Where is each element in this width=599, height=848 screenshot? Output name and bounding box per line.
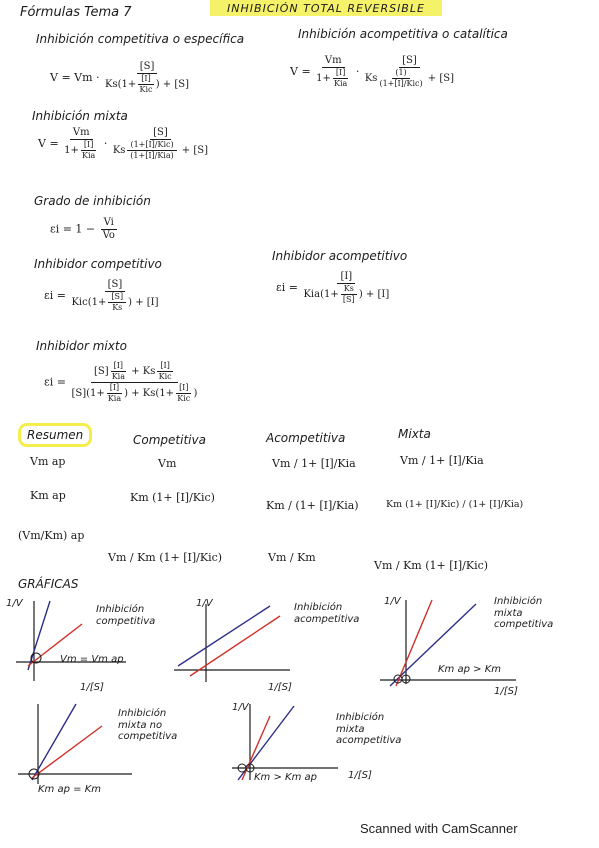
row-label-vm: Vm ap <box>30 455 66 468</box>
formula-ei-acompetitivo: εi = [I] Kia(1+Ks[S]) + [I] <box>276 271 390 304</box>
g4-label: Inhibición mixta no competitiva <box>118 708 178 742</box>
g3-x-axis: 1/[S] <box>494 686 518 697</box>
inhibidor-acompetitivo-title: Inhibidor acompetitivo <box>272 249 408 263</box>
vm-mixta: Vm / 1+ [I]/Kia <box>400 454 484 467</box>
page-header-title: Fórmulas Tema 7 <box>20 5 132 20</box>
vm-competitiva: Vm <box>158 457 177 470</box>
graph-mixta-acompetitiva <box>232 704 338 781</box>
graficas-title: GRÁFICAS <box>18 577 79 591</box>
g5-label: Inhibición mixta acompetitiva <box>336 712 402 746</box>
inhibidor-mixto-title: Inhibidor mixto <box>36 339 127 353</box>
inh-competitiva-title: Inhibición competitiva o específica <box>36 32 245 46</box>
col-header-competitiva: Competitiva <box>133 433 206 447</box>
km-mixta: Km (1+ [I]/Kic) / (1+ [I]/Kia) <box>386 499 524 510</box>
graph-mixta-no-competitiva <box>18 703 132 784</box>
g2-label: Inhibición acompetitiva <box>294 602 360 625</box>
grado-title: Grado de inhibición <box>34 194 151 208</box>
graph-mixta-competitiva <box>380 599 516 687</box>
vm-acompetitiva: Vm / 1+ [I]/Kia <box>272 457 356 470</box>
formula-acompetitiva: V = Vm 1+[I]Kia · [S] Ks(1)(1+[I]/Kic) +… <box>290 55 455 88</box>
g1-x-axis: 1/[S] <box>80 682 104 693</box>
ratio-competitiva: Vm / Km (1+ [I]/Kic) <box>108 551 223 564</box>
resumen-badge: Resumen <box>18 423 93 447</box>
col-header-mixta: Mixta <box>398 427 431 441</box>
row-label-km: Km ap <box>30 489 66 502</box>
km-competitiva: Km (1+ [I]/Kic) <box>130 491 215 504</box>
g5-x-axis: 1/[S] <box>348 770 372 781</box>
g1-y-axis: 1/V <box>6 598 23 609</box>
main-title-highlight: INHIBICIÓN TOTAL REVERSIBLE <box>210 0 442 16</box>
g3-y-axis: 1/V <box>384 596 401 607</box>
formula-mixta: V = Vm 1+[I]Kia · [S] Ks(1+[I]/Kic)(1+[I… <box>38 127 209 160</box>
g4-note: Km ap = Km <box>38 784 101 795</box>
g2-y-axis: 1/V <box>196 598 213 609</box>
g3-note: Km ap > Km <box>438 664 501 675</box>
inh-mixta-title: Inhibición mixta <box>32 109 128 123</box>
g1-label: Inhibición competitiva <box>96 604 156 627</box>
formula-ei-mixto: εi = [S][I]Kia + Ks[I]Kic [S](1+[I]Kia) … <box>44 361 198 403</box>
g1-note: Vm = Vm ap <box>60 654 124 665</box>
km-acompetitiva: Km / (1+ [I]/Kia) <box>266 499 359 512</box>
formula-competitiva: V = Vm · [S] Ks(1+[I]Kic) + [S] <box>50 61 190 94</box>
inh-acompetitiva-title: Inhibición acompetitiva o catalítica <box>298 27 508 41</box>
scanner-watermark: Scanned with CamScanner <box>360 821 518 836</box>
g3-label: Inhibición mixta competitiva <box>494 596 554 630</box>
ratio-acompetitiva: Vm / Km <box>268 551 316 564</box>
ratio-mixta: Vm / Km (1+ [I]/Kic) <box>374 559 489 572</box>
formula-ei-competitivo: εi = [S] Kic(1+[S]Ks) + [I] <box>44 279 159 312</box>
inhibidor-competitivo-title: Inhibidor competitivo <box>34 257 162 271</box>
graph-competitiva <box>16 600 126 681</box>
g5-note: Km > Km ap <box>254 772 317 783</box>
g5-y-axis: 1/V <box>232 702 249 713</box>
g2-x-axis: 1/[S] <box>268 682 292 693</box>
col-header-acompetitiva: Acompetitiva <box>266 431 346 445</box>
row-label-ratio: (Vm/Km) ap <box>18 529 85 542</box>
graph-acompetitiva <box>174 604 290 682</box>
